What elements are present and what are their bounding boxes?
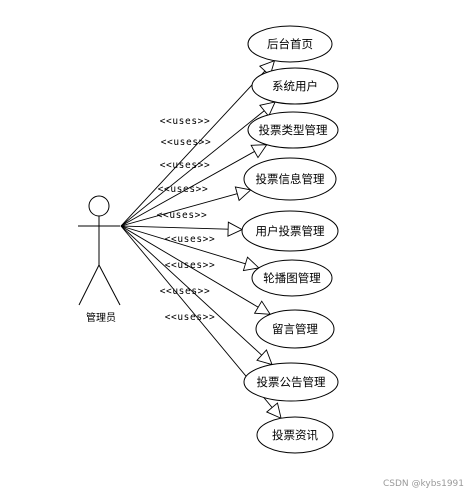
uses-label: <<uses>>	[157, 210, 208, 221]
uses-label: <<uses>>	[161, 137, 212, 148]
arrowhead	[234, 186, 252, 202]
relation-line	[120, 225, 229, 230]
use-case-ellipse	[243, 362, 339, 402]
uses-label: <<uses>>	[160, 286, 211, 297]
use-case-ellipse	[251, 67, 339, 105]
arrowhead	[256, 349, 273, 366]
uses-label: <<uses>>	[160, 160, 211, 171]
use-case-ellipse	[243, 157, 337, 201]
arrowhead	[242, 256, 260, 272]
arrowhead	[265, 402, 282, 420]
use-case-ellipse	[247, 25, 333, 63]
uses-label: <<uses>>	[158, 184, 209, 195]
use-case-ellipse	[241, 210, 339, 252]
actor-right-leg	[98, 264, 121, 306]
use-case-ellipse	[251, 259, 333, 297]
actor-figure: 管理员	[78, 195, 121, 324]
relation-line	[120, 151, 255, 227]
use-case-label: 投票信息管理	[256, 172, 325, 186]
relation-line	[120, 225, 259, 308]
uses-label: <<uses>>	[165, 312, 216, 323]
use-cases: 后台首页系统用户投票类型管理投票信息管理用户投票管理轮播图管理留言管理投票公告管…	[241, 25, 339, 454]
actor-head	[88, 195, 110, 217]
uses-label: <<uses>>	[165, 260, 216, 271]
relation-line	[120, 193, 238, 227]
use-case-label: 轮播图管理	[263, 271, 321, 285]
relation-line	[120, 70, 266, 227]
use-case-label: 用户投票管理	[256, 224, 325, 238]
use-case-ellipse	[255, 309, 335, 349]
uses-label: <<uses>>	[165, 234, 216, 245]
arrowhead	[227, 221, 244, 237]
watermark: CSDN @kybs1991	[382, 479, 464, 489]
actor-label: 管理员	[86, 311, 116, 324]
use-case-label: 系统用户	[272, 79, 318, 93]
use-case-label: 留言管理	[272, 322, 318, 336]
use-case-label: 后台首页	[267, 37, 313, 51]
use-case-label: 投票类型管理	[259, 123, 328, 137]
actor-left-leg	[78, 264, 100, 306]
relation-line	[120, 110, 265, 227]
use-case-ellipse	[247, 111, 339, 149]
use-case-label: 投票公告管理	[257, 375, 326, 389]
relation-line	[120, 225, 263, 356]
relations	[120, 59, 282, 420]
arrowhead	[250, 144, 268, 159]
arrowhead	[259, 101, 276, 118]
use-case-label: 投票资讯	[272, 428, 318, 442]
uses-labels: <<uses>> <<uses>> <<uses>> <<uses>> <<uses>>…	[157, 116, 216, 323]
relation-line	[120, 225, 246, 265]
use-case-ellipse	[256, 416, 334, 454]
arrowhead	[253, 300, 272, 315]
uses-label: <<uses>>	[160, 116, 211, 127]
